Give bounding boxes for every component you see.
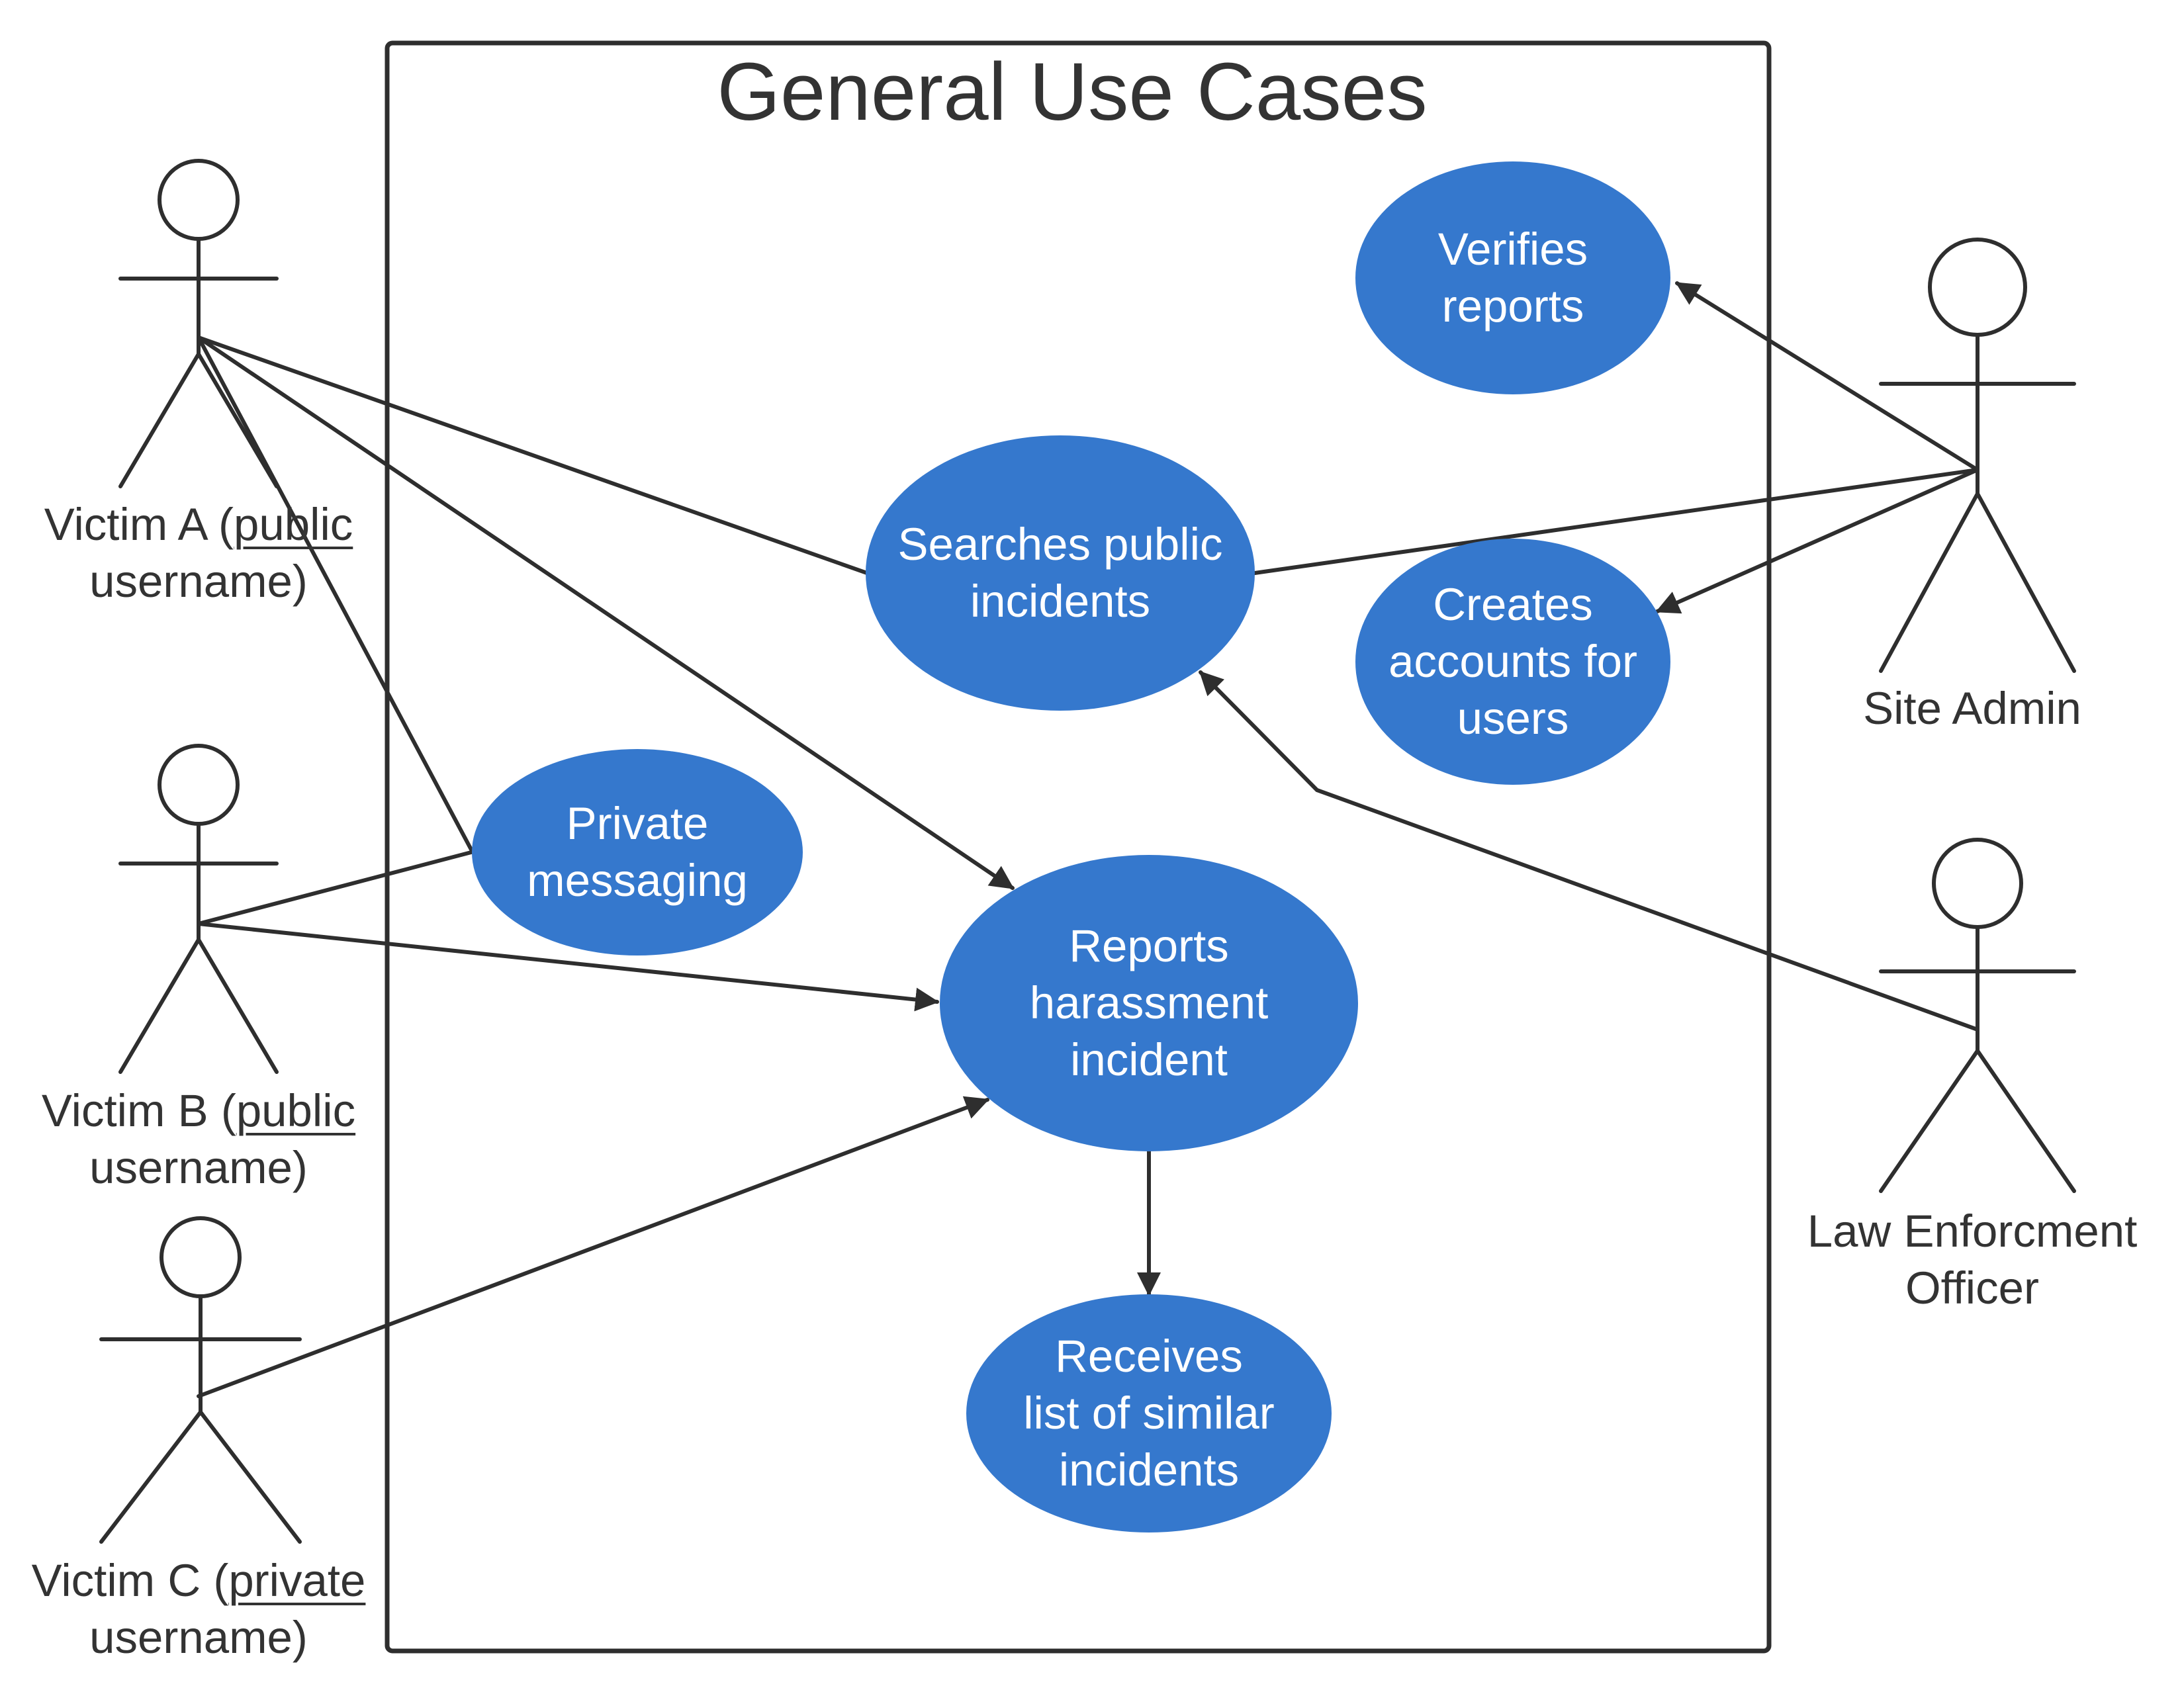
use-case-reports-harassment-label: Reports harassment incident — [940, 855, 1358, 1151]
actor-victim-c-label: Victim C (private username) — [0, 1552, 410, 1667]
actor-victim-c-line2: username) — [89, 1612, 308, 1664]
uc-line: incidents — [970, 576, 1151, 627]
use-case-creates-accounts-label: Creates accounts for users — [1355, 539, 1670, 785]
uc-line: Private — [566, 797, 709, 849]
use-case-private-messaging — [472, 749, 803, 955]
use-case-receives-list-label: Receives list of similar incidents — [966, 1294, 1332, 1533]
use-case-receives-list — [966, 1294, 1332, 1533]
uc-line: incident — [1070, 1034, 1228, 1086]
actor-victim-b-line2: username) — [89, 1142, 308, 1194]
actor-victim-b-label: Victim B (public username) — [0, 1083, 410, 1197]
actor-law-enforcement-label: Law Enforcment Officer — [1760, 1203, 2184, 1317]
use-case-verifies-reports — [1355, 161, 1670, 394]
assoc-admin-creates — [1655, 468, 1979, 614]
system-boundary — [385, 40, 1772, 1654]
assoc-victim-b-messaging — [197, 850, 473, 926]
use-case-private-messaging-label: Private messaging — [472, 749, 803, 955]
actor-site-admin-line1: Site Admin — [1863, 683, 2081, 734]
diagram-title: General Use Cases — [717, 47, 1428, 138]
actor-site-admin-label: Site Admin — [1760, 680, 2184, 737]
uc-line: incidents — [1058, 1444, 1240, 1496]
actor-victim-a-line2: username) — [89, 556, 308, 607]
assoc-victim-a-messaging — [197, 335, 473, 852]
uc-line: Receives — [1055, 1330, 1243, 1382]
assoc-officer-searches — [1199, 670, 1979, 1032]
actor-law-enforcement-line2: Officer — [1905, 1263, 2039, 1314]
uc-line: reports — [1441, 281, 1584, 332]
uc-line: harassment — [1029, 977, 1269, 1028]
actor-victim-a-label: Victim A (public username) — [0, 496, 410, 611]
use-case-searches-public-label: Searches public incidents — [866, 435, 1255, 711]
actor-law-enforcement-figure — [1879, 838, 2076, 1193]
actor-law-enforcement-line1: Law Enforcment — [1807, 1206, 2138, 1257]
uc-line: users — [1457, 693, 1569, 744]
uc-line: messaging — [527, 855, 748, 906]
uc-line: Reports — [1069, 920, 1229, 971]
actor-victim-b-figure — [118, 744, 279, 1074]
actor-victim-c-figure — [99, 1216, 302, 1544]
actor-victim-a-line1: Victim A (public — [44, 499, 353, 550]
use-case-creates-accounts — [1355, 539, 1670, 785]
uc-line: accounts for — [1388, 635, 1637, 687]
actor-victim-a-figure — [118, 159, 279, 488]
uc-line: Verifies — [1437, 223, 1588, 275]
use-case-searches-public-incidents — [866, 435, 1255, 711]
use-case-reports-harassment — [940, 855, 1358, 1151]
uc-line: Searches public — [897, 518, 1223, 570]
uc-line: list of similar — [1023, 1387, 1275, 1439]
assoc-victim-c-reports — [197, 1096, 989, 1398]
uc-line: Creates — [1433, 578, 1593, 630]
actor-site-admin-figure — [1879, 238, 2076, 673]
assoc-admin-verifies — [1675, 281, 1979, 472]
assoc-admin-searches — [1253, 468, 1979, 575]
use-case-verifies-reports-label: Verifies reports — [1355, 161, 1670, 394]
assoc-victim-a-searches — [197, 335, 869, 575]
assoc-victim-a-reports — [197, 335, 1015, 890]
actor-victim-b-line1: Victim B (public — [41, 1085, 356, 1136]
assoc-victim-b-reports — [197, 922, 939, 1012]
actor-victim-c-line1: Victim C (private — [31, 1555, 366, 1606]
